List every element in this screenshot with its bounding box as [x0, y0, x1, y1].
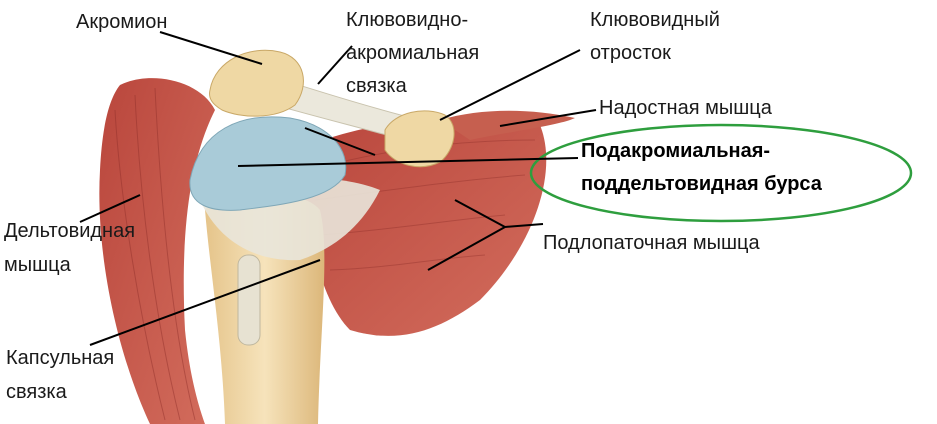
label-coracoacromial-1: Клювовидно- — [346, 9, 469, 31]
label-coracoacromial-3: связка — [346, 75, 407, 97]
bursa-highlight-ellipse — [529, 123, 913, 223]
label-deltoid-2: мышца — [4, 254, 71, 276]
subscapularis-muscle — [300, 118, 547, 336]
leader-bursa-2 — [304, 127, 376, 156]
label-subscapularis: Подлопаточная мышца — [543, 232, 760, 254]
leader-deltoid — [79, 194, 141, 223]
bursa-shape — [189, 116, 347, 211]
label-coracoid-2: отросток — [590, 42, 671, 64]
leader-capsular — [89, 259, 321, 346]
biceps-tendon — [237, 254, 261, 346]
label-deltoid-1: Дельтовидная — [4, 220, 136, 242]
leader-bursa-1 — [237, 157, 579, 167]
label-supraspinatus: Надостная мышца — [599, 97, 772, 119]
label-bursa-2: поддельтовидная бурса — [581, 173, 822, 195]
label-acromion: Акромион — [76, 11, 168, 33]
label-bursa-1: Подакромиальная- — [581, 140, 771, 162]
leader-coracoid — [439, 49, 581, 121]
deltoid-muscle — [99, 78, 215, 424]
label-capsular-1: Капсульная — [6, 347, 115, 369]
leader-subscapularis-2 — [454, 199, 506, 228]
leader-supraspinatus — [499, 109, 597, 127]
coracoid-bone — [384, 110, 455, 168]
leader-coracoacromial — [317, 45, 353, 85]
acromion-bone — [209, 49, 304, 117]
leader-subscapularis-1 — [504, 223, 544, 228]
label-capsular-2: связка — [6, 381, 67, 403]
label-coracoacromial-2: акромиальная — [346, 42, 480, 64]
label-coracoid-1: Клювовидный — [590, 9, 720, 31]
leader-acromion — [159, 31, 263, 65]
leader-subscapularis-3 — [427, 226, 506, 271]
